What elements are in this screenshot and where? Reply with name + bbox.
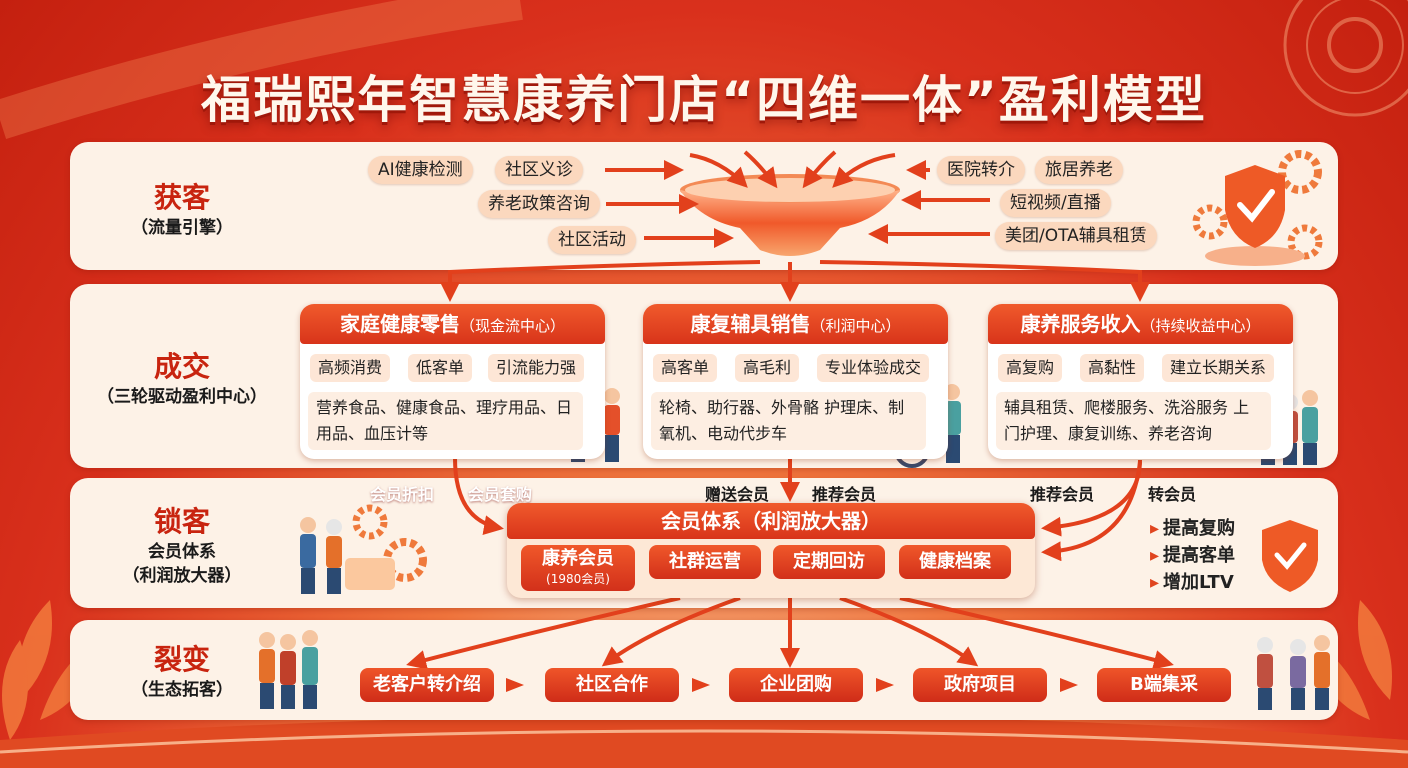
- channel-ota: 美团/OTA辅具租赁: [995, 222, 1157, 250]
- benefit-ticket: ▸提高客单: [1150, 545, 1236, 566]
- fission-b2b: B端集采: [1097, 668, 1231, 702]
- shield-check-icon: [1262, 520, 1318, 592]
- seniors-group-icon: [1257, 635, 1330, 710]
- channel-ai-check: AI健康检测: [368, 156, 473, 184]
- flow-label-referral: 推荐会员: [812, 485, 877, 504]
- community-people-icon: [259, 630, 318, 709]
- profit-center-services: 康养服务收入（持续收益中心） 高复购 高黏性 建立长期关系 辅具租赁、爬楼服务、…: [988, 304, 1293, 459]
- fission-community: 社区合作: [545, 668, 679, 702]
- tech-circle-icon: [1283, 0, 1408, 117]
- funnel-icon: [680, 174, 900, 256]
- member-item-community: 社群运营: [649, 545, 761, 579]
- row-label-retention: 锁客 会员体系 （利润放大器）: [122, 505, 242, 586]
- channel-hospital: 医院转介: [937, 156, 1025, 184]
- profit-center-retail: 家庭健康零售（现金流中心） 高频消费 低客单 引流能力强 营养食品、健康食品、理…: [300, 304, 605, 459]
- flow-label-discount: 会员折扣: [370, 485, 435, 504]
- gear-shield-icon: [1192, 150, 1323, 266]
- row-label-conversion: 成交 （三轮驱动盈利中心）: [97, 350, 267, 407]
- fission-enterprise: 企业团购: [729, 668, 863, 702]
- benefit-ltv: ▸增加LTV: [1150, 572, 1234, 593]
- flow-label-convert: 转会员: [1148, 485, 1197, 504]
- member-item-records: 健康档案: [899, 545, 1011, 579]
- channel-clinic: 社区义诊: [495, 156, 583, 184]
- channel-travel: 旅居养老: [1035, 156, 1123, 184]
- staff-people-icon: [300, 517, 342, 594]
- member-item-revisit: 定期回访: [773, 545, 885, 579]
- row-label-acquisition: 获客 （流量引擎）: [131, 181, 233, 238]
- benefit-repurchase: ▸提高复购: [1150, 518, 1236, 539]
- fission-government: 政府项目: [913, 668, 1047, 702]
- channel-policy: 养老政策咨询: [478, 190, 600, 218]
- flow-label-gift: 赠送会员: [705, 485, 770, 504]
- channel-community: 社区活动: [548, 226, 636, 254]
- channel-video: 短视频/直播: [1000, 189, 1111, 217]
- row-label-fission: 裂变 （生态拓客）: [131, 643, 233, 700]
- member-item-vip: 康养会员 (1980会员): [521, 545, 635, 591]
- flow-label-referral-2: 推荐会员: [1030, 485, 1095, 504]
- member-system: 会员体系（利润放大器） 康养会员 (1980会员) 社群运营 定期回访 健康档案: [507, 503, 1035, 598]
- page-title: 福瑞熙年智慧康养门店“四维一体”盈利模型: [201, 71, 1207, 129]
- profit-center-aids: 康复辅具销售（利润中心） 高客单 高毛利 专业体验成交 轮椅、助行器、外骨骼 护…: [643, 304, 948, 459]
- fission-referral: 老客户转介绍: [360, 668, 494, 702]
- gear-icon: [345, 504, 427, 590]
- flow-label-bundle: 会员套购: [468, 485, 533, 504]
